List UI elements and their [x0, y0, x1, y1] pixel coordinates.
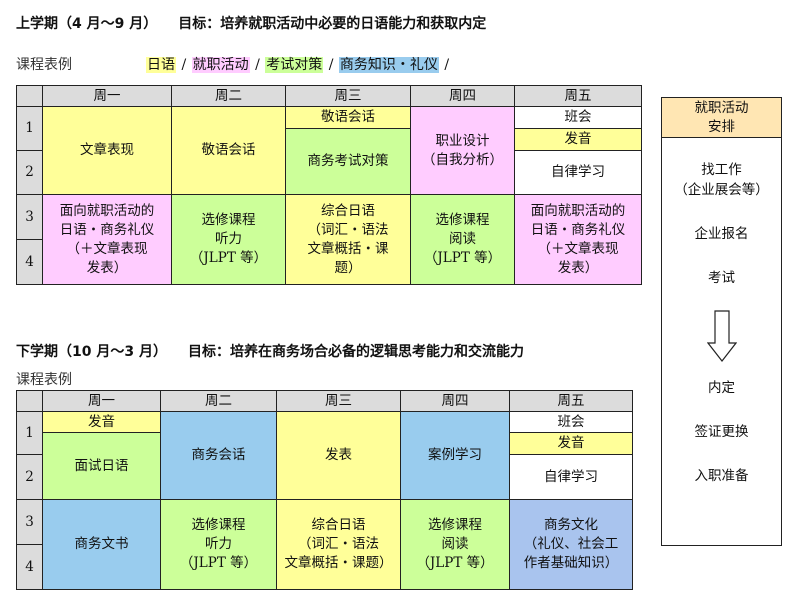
legend-sep: /	[255, 57, 260, 73]
cell-fri-34: 面向就职活动的日语・商务礼仪（＋文章表现发表）	[514, 194, 642, 285]
sidebar-item-onboarding: 入职准备	[694, 468, 749, 484]
period-number: 3	[16, 194, 43, 240]
cell-wed-34: 综合日语（词汇・语法文章概括・课题）	[285, 194, 411, 285]
cell-wed-12: 发表	[276, 411, 401, 500]
cell-tue-34: 选修课程听力（JLPT 等）	[171, 194, 286, 285]
sidebar-item-visa: 签证更换	[694, 424, 749, 440]
cell-fri-homeroom: 班会	[514, 106, 642, 129]
cell-fri-pronunciation: 发音	[514, 128, 642, 151]
cell-mon-2: 面试日语	[42, 432, 161, 500]
cell-wed-1: 敬语会话	[285, 106, 411, 129]
cell-fri-self-study: 自律学习	[509, 454, 633, 500]
cell-mon-12: 文章表现	[42, 106, 172, 195]
period-number: 1	[16, 411, 43, 455]
sidebar-item-application: 企业报名	[694, 226, 749, 242]
period-number: 3	[16, 499, 43, 545]
lower-label: 课程表例	[16, 372, 72, 388]
day-header: 周二	[171, 85, 286, 107]
cell-wed-2: 商务考试对策	[285, 128, 411, 195]
cell-fri-pronunciation: 发音	[509, 432, 633, 455]
corner-cell	[16, 85, 43, 107]
period-number: 2	[16, 454, 43, 500]
cell-wed-34: 综合日语（词汇・语法文章概括・课题）	[276, 499, 401, 590]
cell-thu-34: 选修课程阅读（JLPT 等）	[400, 499, 510, 590]
cell-thu-34: 选修课程阅读（JLPT 等）	[410, 194, 515, 285]
cell-mon-34: 面向就职活动的日语・商务礼仪（＋文章表现发表）	[42, 194, 172, 285]
cell-fri-34: 商务文化（礼仪、社会工作者基础知识）	[509, 499, 633, 590]
job-hunting-sidebar: 就职活动安排 找工作（企业展会等） 企业报名 考试 内定 签证更换 入职准备	[661, 97, 782, 546]
legend-job-hunting: 就职活动	[191, 57, 250, 73]
upper-heading: 上学期（4 月～9 月） 目标：培养就职活动中必要的日语能力和获取内定	[16, 16, 487, 32]
upper-label: 课程表例	[16, 57, 72, 73]
cell-thu-12: 职业设计（自我分析）	[410, 106, 515, 195]
legend-sep: /	[181, 57, 187, 73]
legend-sep: /	[328, 57, 334, 73]
day-header: 周一	[42, 390, 161, 412]
period-number: 4	[16, 544, 43, 590]
sidebar-item-exam: 考试	[708, 270, 735, 286]
cell-tue-34: 选修课程听力（JLPT 等）	[160, 499, 277, 590]
upper-schedule-table: 周一 周二 周三 周四 周五 1 文章表现 敬语会话 敬语会话 职业设计（自我分…	[16, 85, 642, 285]
day-header: 周三	[285, 85, 411, 107]
legend: 日语 / 就职活动 / 考试对策 / 商务知识・礼仪 /	[146, 54, 450, 74]
day-header: 周一	[42, 85, 172, 107]
day-header: 周三	[276, 390, 401, 412]
lower-heading: 下学期（10 月～3 月） 目标：培养在商务场合必备的逻辑思考能力和交流能力	[16, 344, 524, 360]
day-header: 周五	[509, 390, 633, 412]
corner-cell	[16, 390, 43, 412]
cell-thu-12: 案例学习	[400, 411, 510, 500]
cell-mon-34: 商务文书	[42, 499, 161, 590]
cell-fri-homeroom: 班会	[509, 411, 633, 433]
period-number: 2	[16, 150, 43, 195]
lower-schedule-table: 周一 周二 周三 周四 周五 1 发音 商务会话 发表 案例学习 班会 面试日语…	[16, 390, 633, 590]
legend-business: 商务知识・礼仪	[338, 57, 439, 73]
sidebar-item-offer: 内定	[708, 380, 735, 396]
legend-exam-prep: 考试对策	[265, 57, 324, 73]
cell-fri-self-study: 自律学习	[514, 150, 642, 195]
sidebar-item-job-search: 找工作（企业展会等）	[674, 162, 769, 198]
sidebar-title: 就职活动安排	[662, 98, 781, 138]
cell-mon-1: 发音	[42, 411, 161, 433]
day-header: 周四	[400, 390, 510, 412]
day-header: 周五	[514, 85, 642, 107]
day-header: 周四	[410, 85, 515, 107]
down-arrow-icon	[662, 310, 781, 362]
day-header: 周二	[160, 390, 277, 412]
legend-sep: /	[444, 57, 450, 73]
period-number: 1	[16, 106, 43, 151]
period-number: 4	[16, 239, 43, 285]
cell-tue-12: 敬语会话	[171, 106, 286, 195]
legend-japanese: 日语	[146, 57, 176, 73]
cell-tue-12: 商务会话	[160, 411, 277, 500]
